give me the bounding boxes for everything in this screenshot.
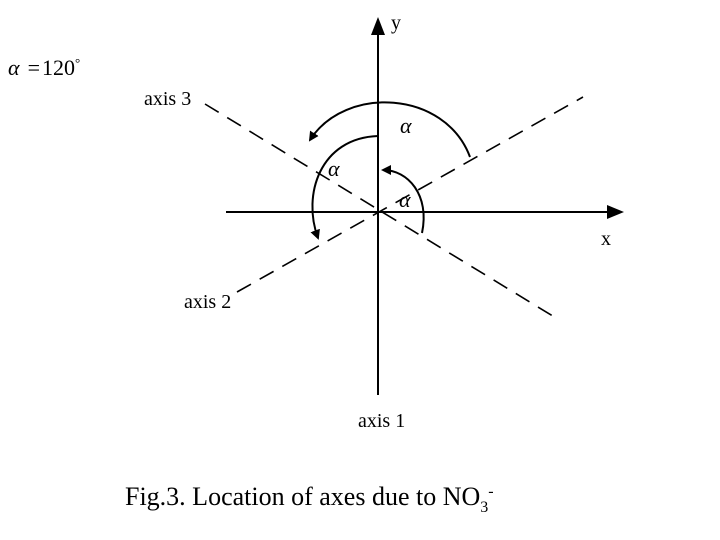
caption-superscript: - <box>488 483 493 500</box>
caption-text: Fig.3. Location of axes due to NO <box>125 482 480 511</box>
y-axis-arrowhead <box>371 17 385 35</box>
angle-note-value: 120 <box>42 55 75 80</box>
axis1-label: axis 1 <box>358 410 405 432</box>
angle-mark-middle: α <box>328 156 340 181</box>
caption-subscript: 3 <box>480 499 488 516</box>
y-axis-label: y <box>391 12 401 34</box>
axis3-dashed-line <box>204 103 557 319</box>
angle-note: α =120° <box>8 55 80 80</box>
middle-angle-arc <box>310 135 379 240</box>
inner-angle-arc <box>381 165 425 234</box>
angle-note-equals: = <box>28 55 40 80</box>
x-axis-label: x <box>601 228 611 250</box>
axis2-dashed-line <box>236 96 584 293</box>
figure-caption: Fig.3. Location of axes due to NO3- <box>125 482 494 516</box>
angle-note-symbol: α <box>8 55 20 80</box>
x-axis-arrowhead <box>607 205 624 219</box>
axis2-label: axis 2 <box>184 291 231 313</box>
angle-mark-outer: α <box>400 113 412 138</box>
outer-angle-arc <box>308 101 471 158</box>
angle-note-unit: ° <box>75 55 80 70</box>
angle-mark-inner: α <box>399 187 411 212</box>
axis3-label: axis 3 <box>144 88 191 110</box>
